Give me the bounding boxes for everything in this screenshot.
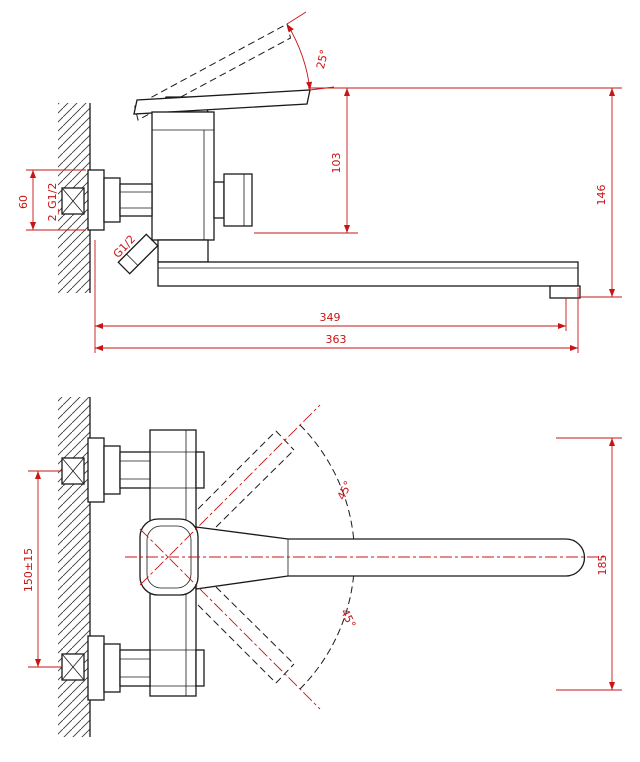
angled-diverter-nut-line — [126, 253, 139, 266]
escutcheon-bottom — [87, 635, 105, 701]
spout-tube — [157, 261, 579, 287]
dim-swing-up: 45° — [335, 479, 355, 502]
dim-handle-angle: 25° — [314, 48, 331, 70]
side-view-dimensions: 25° 103 146 60 2_G1/2 G1/2 349 363 — [17, 11, 622, 353]
escutcheon-cup — [103, 177, 121, 223]
spout-neck — [157, 239, 209, 263]
dim-body-height: 103 — [330, 153, 343, 174]
centerline-down-45 — [139, 528, 321, 710]
dim-overall-reach: 363 — [326, 333, 347, 346]
plan-view — [58, 397, 586, 737]
aerator — [549, 285, 581, 299]
hex-nut-bottom — [119, 649, 151, 687]
hex-nut — [119, 183, 153, 217]
dim-overall-depth: 185 — [596, 555, 609, 576]
dim-escutcheon: 60 — [17, 195, 30, 209]
faucet-body — [151, 111, 215, 241]
diverter-neck — [213, 181, 225, 219]
dim-mounting-centers: 150±15 — [22, 548, 35, 592]
label-inlet-thread: 2_G1/2 — [46, 183, 59, 222]
angled-diverter — [117, 233, 159, 275]
centerline-up-45 — [139, 404, 321, 586]
side-view — [58, 23, 581, 299]
handle-plan — [195, 526, 586, 590]
dim-swing-down: 45° — [338, 607, 358, 630]
wall-hatch-plan — [58, 397, 90, 737]
angle-arc-25 — [286, 23, 313, 91]
diverter-knob — [223, 173, 253, 227]
dim-overall-height: 146 — [595, 185, 608, 206]
hex-nut-top — [119, 451, 151, 489]
dim-spout-reach: 349 — [320, 311, 341, 324]
escutcheon — [87, 169, 105, 231]
lever-handle — [133, 89, 311, 115]
escutcheon-top — [87, 437, 105, 503]
plan-view-dimensions: 45° 45° 150±15 185 — [22, 404, 622, 710]
